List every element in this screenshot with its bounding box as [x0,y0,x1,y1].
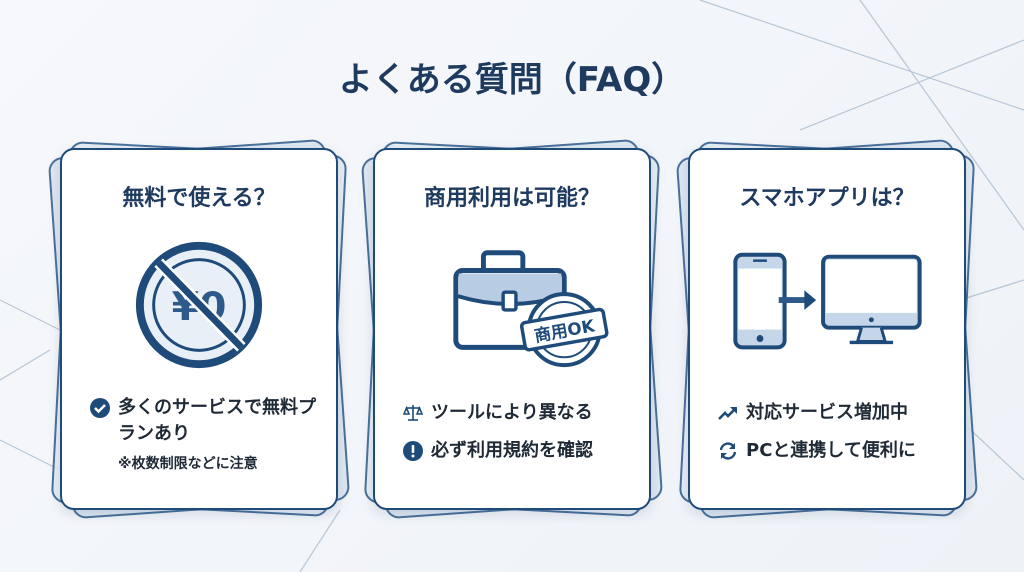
card-question: 無料で使える？ [122,186,276,211]
trend-up-icon [718,407,737,420]
point-text: 多くのサービスで無料プランあり [118,397,316,444]
point-text: PCと連携して便利に [746,440,916,461]
card-question: 商用利用は可能？ [423,186,600,211]
sync-icon [719,442,737,460]
phone-to-pc-icon [733,252,922,350]
no-yen-icon: ¥0 [135,241,263,369]
exclamation-circle-icon [403,441,423,461]
point-text: ツールにより異なる [431,402,593,423]
briefcase-icon: 商用OK [453,250,609,368]
check-circle-icon [90,398,110,418]
page-title: よくある質問（FAQ） [338,60,686,100]
point-text: 必ず利用規約を確認 [431,440,593,461]
faq-card-smartphone: スマホアプリは？ 対応サービス増加中 PCと連携して便利に [675,138,979,520]
faq-card-commercial: 商用利用は可能？ 商用OK ツールにより異なる 必ず利用規約を確認 [360,138,664,520]
point-note: ※枚数制限などに注意 [118,456,258,472]
point-text: 対応サービス増加中 [746,402,908,423]
faq-card-free: 無料で使える？ ¥0 多くのサービスで無料プランあり ※枚数制限などに注意 [47,138,351,520]
card-question: スマホアプリは？ [739,186,915,211]
scale-icon [403,405,423,421]
